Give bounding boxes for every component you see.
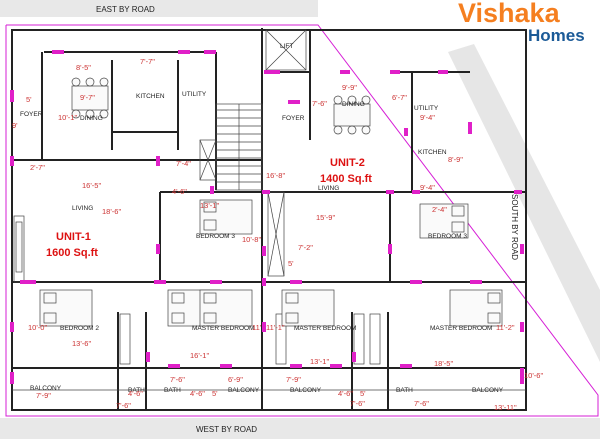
- opening-markers: [10, 50, 524, 384]
- dim-label: 7'-6": [312, 99, 327, 108]
- dim-label: 4'-6": [338, 389, 353, 398]
- room-label-bath2: BATH: [164, 387, 181, 394]
- room-label-master1: MASTER BEDROOM: [192, 325, 254, 332]
- east-road-label: EAST BY ROAD: [96, 5, 155, 14]
- dim-label: 16'-1": [190, 351, 209, 360]
- room-label-balcony4: BALCONY: [472, 387, 504, 394]
- room-label-balcony1: BALCONY: [30, 385, 62, 392]
- room-label-dining1: DINING: [80, 115, 103, 122]
- room-label-utility2: UTILITY: [414, 105, 439, 112]
- unit1-area: 1600 Sq.ft: [46, 247, 98, 259]
- dim-label: 4'-6": [128, 389, 143, 398]
- room-label-bedroom3b: BEDROOM 3: [428, 233, 467, 240]
- unit2-area: 1400 Sq.ft: [320, 173, 372, 185]
- east-road-strip: [0, 0, 318, 17]
- dim-label: 13'-1": [310, 357, 329, 366]
- dim-label: 2'-7": [30, 163, 45, 172]
- dim-label: 10'-1": [58, 113, 77, 122]
- room-label-bath1: BATH: [128, 387, 145, 394]
- room-label-foyer2: FOYER: [282, 115, 305, 122]
- dim-label: 7'-6": [170, 375, 185, 384]
- dim-label: 18'-6": [102, 207, 121, 216]
- dim-label: 7'-6": [414, 399, 429, 408]
- dim-label: 2'-4": [432, 205, 447, 214]
- room-label-living2: LIVING: [318, 185, 339, 192]
- dim-label: 10'-0": [28, 323, 47, 332]
- room-label-bath3: BATH: [396, 387, 413, 394]
- dim-label: 5': [212, 389, 218, 398]
- dim-label: 7'-6": [116, 401, 131, 410]
- dim-label: 9'-4": [420, 113, 435, 122]
- interior-lines: [12, 29, 526, 391]
- dim-label: 18'-5": [434, 359, 453, 368]
- dim-label: 8'-5": [76, 63, 91, 72]
- room-label-dining2: DINING: [342, 101, 365, 108]
- dim-label: 4'-6": [172, 187, 187, 196]
- room-label-kitchen1: KITCHEN: [136, 93, 165, 100]
- room-label-living1: LIVING: [72, 205, 93, 212]
- room-label-kitchen2: KITCHEN: [418, 149, 447, 156]
- dim-label: 6'-7": [392, 93, 407, 102]
- dim-label: 7'-6": [350, 399, 365, 408]
- dim-label: 9': [12, 121, 18, 130]
- brand-name: Vishaka: [458, 0, 560, 28]
- dim-label: 7'-4": [176, 159, 191, 168]
- south-road-strip: [448, 44, 600, 362]
- unit2-name: UNIT-2: [330, 157, 365, 169]
- furniture: [15, 77, 503, 327]
- room-label-balcony2: BALCONY: [228, 387, 260, 394]
- dim-label: 7'-2": [298, 243, 313, 252]
- room-label-lift: LIFT: [280, 43, 293, 50]
- room-label-balcony3: BALCONY: [290, 387, 322, 394]
- brand-sub: Homes: [528, 26, 585, 45]
- room-label-utility1: UTILITY: [182, 91, 207, 98]
- unit1-name: UNIT-1: [56, 231, 91, 243]
- dim-label: 5': [288, 259, 294, 268]
- room-label-foyer1: FOYER: [20, 111, 43, 118]
- dim-label: 6'-9": [228, 375, 243, 384]
- room-label-master2: MASTER BEDROOM: [294, 325, 356, 332]
- dim-label: 5': [26, 95, 32, 104]
- dim-label: 10'-6": [524, 371, 543, 380]
- dim-label: 16'-8": [266, 171, 285, 180]
- dim-label: 11'-2": [496, 323, 515, 332]
- dim-label: 11': [252, 323, 262, 332]
- plot-boundary: [5, 24, 599, 417]
- dim-label: 7'-9": [36, 391, 51, 400]
- dim-label: 9'-7": [80, 93, 95, 102]
- dim-label: 11'-1": [266, 323, 285, 332]
- room-label-master3: MASTER BEDROOM: [430, 325, 492, 332]
- dim-label: 4'-6": [190, 389, 205, 398]
- dim-label: 7'-9": [286, 375, 301, 384]
- brand-logo: Vishaka Homes: [458, 0, 598, 44]
- dim-label: 7'-7": [140, 57, 155, 66]
- dim-label: 16'-5": [82, 181, 101, 190]
- west-road-label: WEST BY ROAD: [196, 425, 257, 434]
- room-label-bedroom3a: BEDROOM 3: [196, 233, 235, 240]
- dim-label: 15'-9": [316, 213, 335, 222]
- west-road-strip: [0, 418, 600, 439]
- dim-label: 10'-8": [242, 235, 261, 244]
- dim-label: 8'-9": [448, 155, 463, 164]
- room-label-bedroom2: BEDROOM 2: [60, 325, 99, 332]
- dim-label: 13'-6": [72, 339, 91, 348]
- dim-label: 9'-4": [420, 183, 435, 192]
- dim-label: 13'-1": [200, 201, 219, 210]
- south-road-label: SOUTH BY ROAD: [510, 194, 519, 260]
- dim-label: 13'-11": [494, 403, 517, 412]
- dim-label: 9'-9": [342, 83, 357, 92]
- dim-label: 5': [360, 389, 366, 398]
